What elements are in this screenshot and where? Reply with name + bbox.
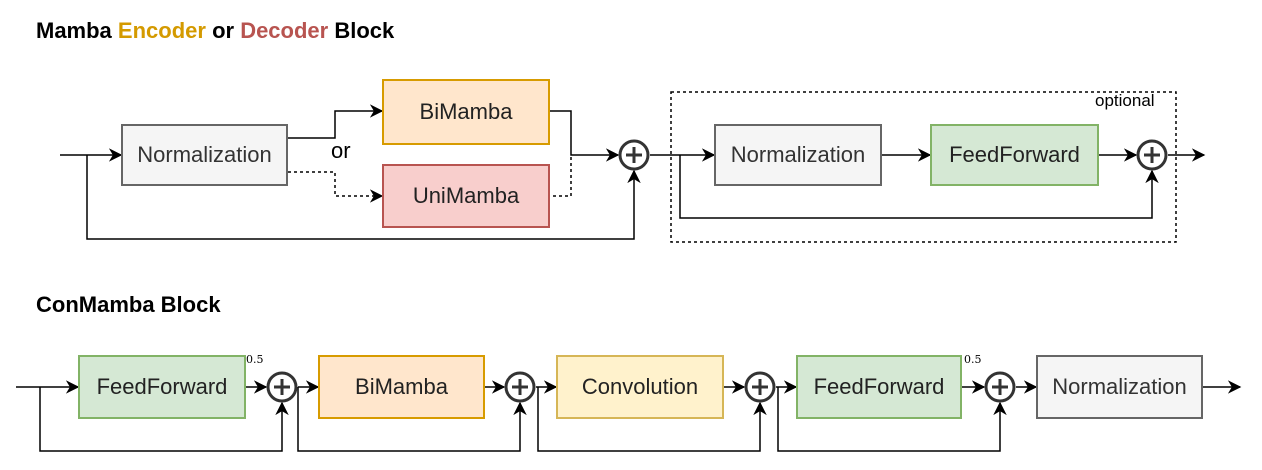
conmamba-block-title: ConMamba Block	[36, 292, 221, 317]
scale-label-2: 0.5	[964, 353, 982, 366]
title-or: or	[205, 18, 241, 43]
feedforward-box-2: FeedForward	[796, 355, 962, 419]
or-label: or	[331, 138, 351, 163]
unimamba-box: UniMamba	[382, 164, 550, 228]
sum-node-bottom-3	[744, 371, 776, 403]
normalization-box: Normalization	[121, 124, 288, 186]
sum-node-bottom-2	[504, 371, 536, 403]
title-prefix: Mamba	[36, 18, 118, 43]
feedforward-box-1: FeedForward	[78, 355, 246, 419]
title-suffix: Block	[328, 18, 395, 43]
feedforward-box: FeedForward	[930, 124, 1099, 186]
scale-label-1: 0.5	[246, 353, 264, 366]
mamba-block-title: Mamba Encoder or Decoder Block	[36, 18, 394, 44]
sum-node-top-1	[618, 139, 650, 171]
bimamba-box-bottom: BiMamba	[318, 355, 485, 419]
convolution-box: Convolution	[556, 355, 724, 419]
normalization-box-2: Normalization	[714, 124, 882, 186]
title-decoder: Decoder	[240, 18, 329, 43]
sum-node-top-2	[1136, 139, 1168, 171]
sum-node-bottom-1	[266, 371, 298, 403]
title-encoder: Encoder	[117, 18, 206, 43]
bimamba-box: BiMamba	[382, 79, 550, 145]
normalization-box-bottom: Normalization	[1036, 355, 1203, 419]
optional-label: optional	[1095, 91, 1155, 110]
sum-node-bottom-4	[984, 371, 1016, 403]
